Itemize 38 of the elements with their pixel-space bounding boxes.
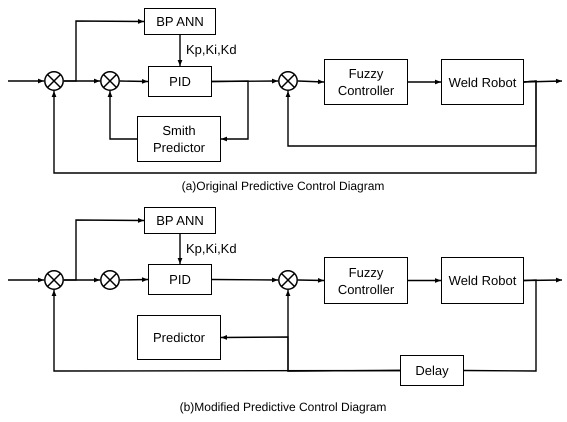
summing-junction bbox=[44, 270, 64, 290]
arrow bbox=[221, 335, 400, 372]
block-box: PID bbox=[148, 264, 212, 295]
arrow bbox=[8, 278, 44, 282]
arrow bbox=[178, 35, 182, 66]
block-box: Predictor bbox=[137, 315, 221, 360]
arrow bbox=[212, 278, 278, 282]
arrow bbox=[408, 80, 441, 84]
summing-junction bbox=[278, 270, 298, 290]
block-box: Fuzzy Controller bbox=[324, 59, 408, 105]
arrow bbox=[52, 80, 537, 174]
arrow bbox=[8, 78, 44, 84]
arrow bbox=[108, 91, 137, 140]
summing-junction bbox=[278, 71, 298, 91]
arrow bbox=[408, 278, 441, 283]
arrow bbox=[298, 278, 324, 283]
block-box: Fuzzy Controller bbox=[324, 257, 408, 304]
block-box: BP ANN bbox=[144, 207, 216, 234]
arrow bbox=[120, 79, 148, 84]
block-box: PID bbox=[148, 66, 212, 97]
block-box: Delay bbox=[400, 355, 464, 386]
summing-junction bbox=[100, 270, 120, 290]
block-box: Weld Robot bbox=[441, 59, 524, 105]
summing-junction bbox=[100, 71, 120, 91]
arrow bbox=[178, 234, 182, 264]
diagram-caption: (b)Modified Predictive Control Diagram bbox=[180, 400, 386, 414]
block-box: Weld Robot bbox=[441, 257, 524, 304]
diagram-caption: (a)Original Predictive Control Diagram bbox=[182, 179, 384, 193]
edge-label: Kp,Ki,Kd bbox=[186, 241, 237, 256]
block-box: Smith Predictor bbox=[137, 116, 221, 162]
edge-label: Kp,Ki,Kd bbox=[186, 42, 237, 57]
arrow bbox=[64, 278, 100, 282]
arrow bbox=[298, 79, 324, 84]
arrow bbox=[64, 78, 100, 84]
summing-junction bbox=[44, 71, 64, 91]
arrow bbox=[120, 277, 148, 282]
arrow bbox=[212, 80, 249, 142]
block-box: BP ANN bbox=[144, 8, 216, 35]
